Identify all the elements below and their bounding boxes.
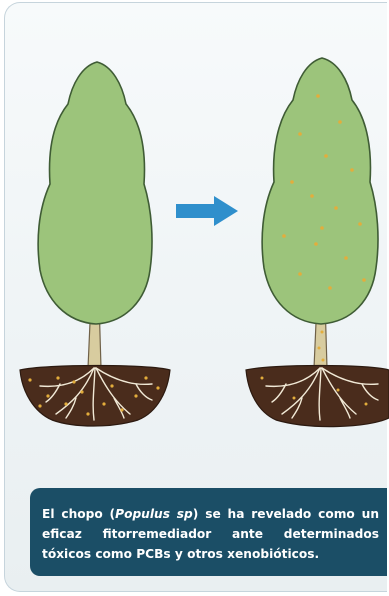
- tree-canopy: [262, 58, 378, 324]
- transition-arrow: [176, 196, 238, 226]
- caption-species-name: Populus sp: [115, 507, 193, 521]
- caption-text-start: El chopo (: [42, 507, 115, 521]
- poplar-tree-before: [20, 62, 170, 426]
- poplar-tree-after: [246, 58, 389, 427]
- caption-box: El chopo (Populus sp) se ha revelado com…: [30, 488, 387, 576]
- tree-canopy: [38, 62, 152, 324]
